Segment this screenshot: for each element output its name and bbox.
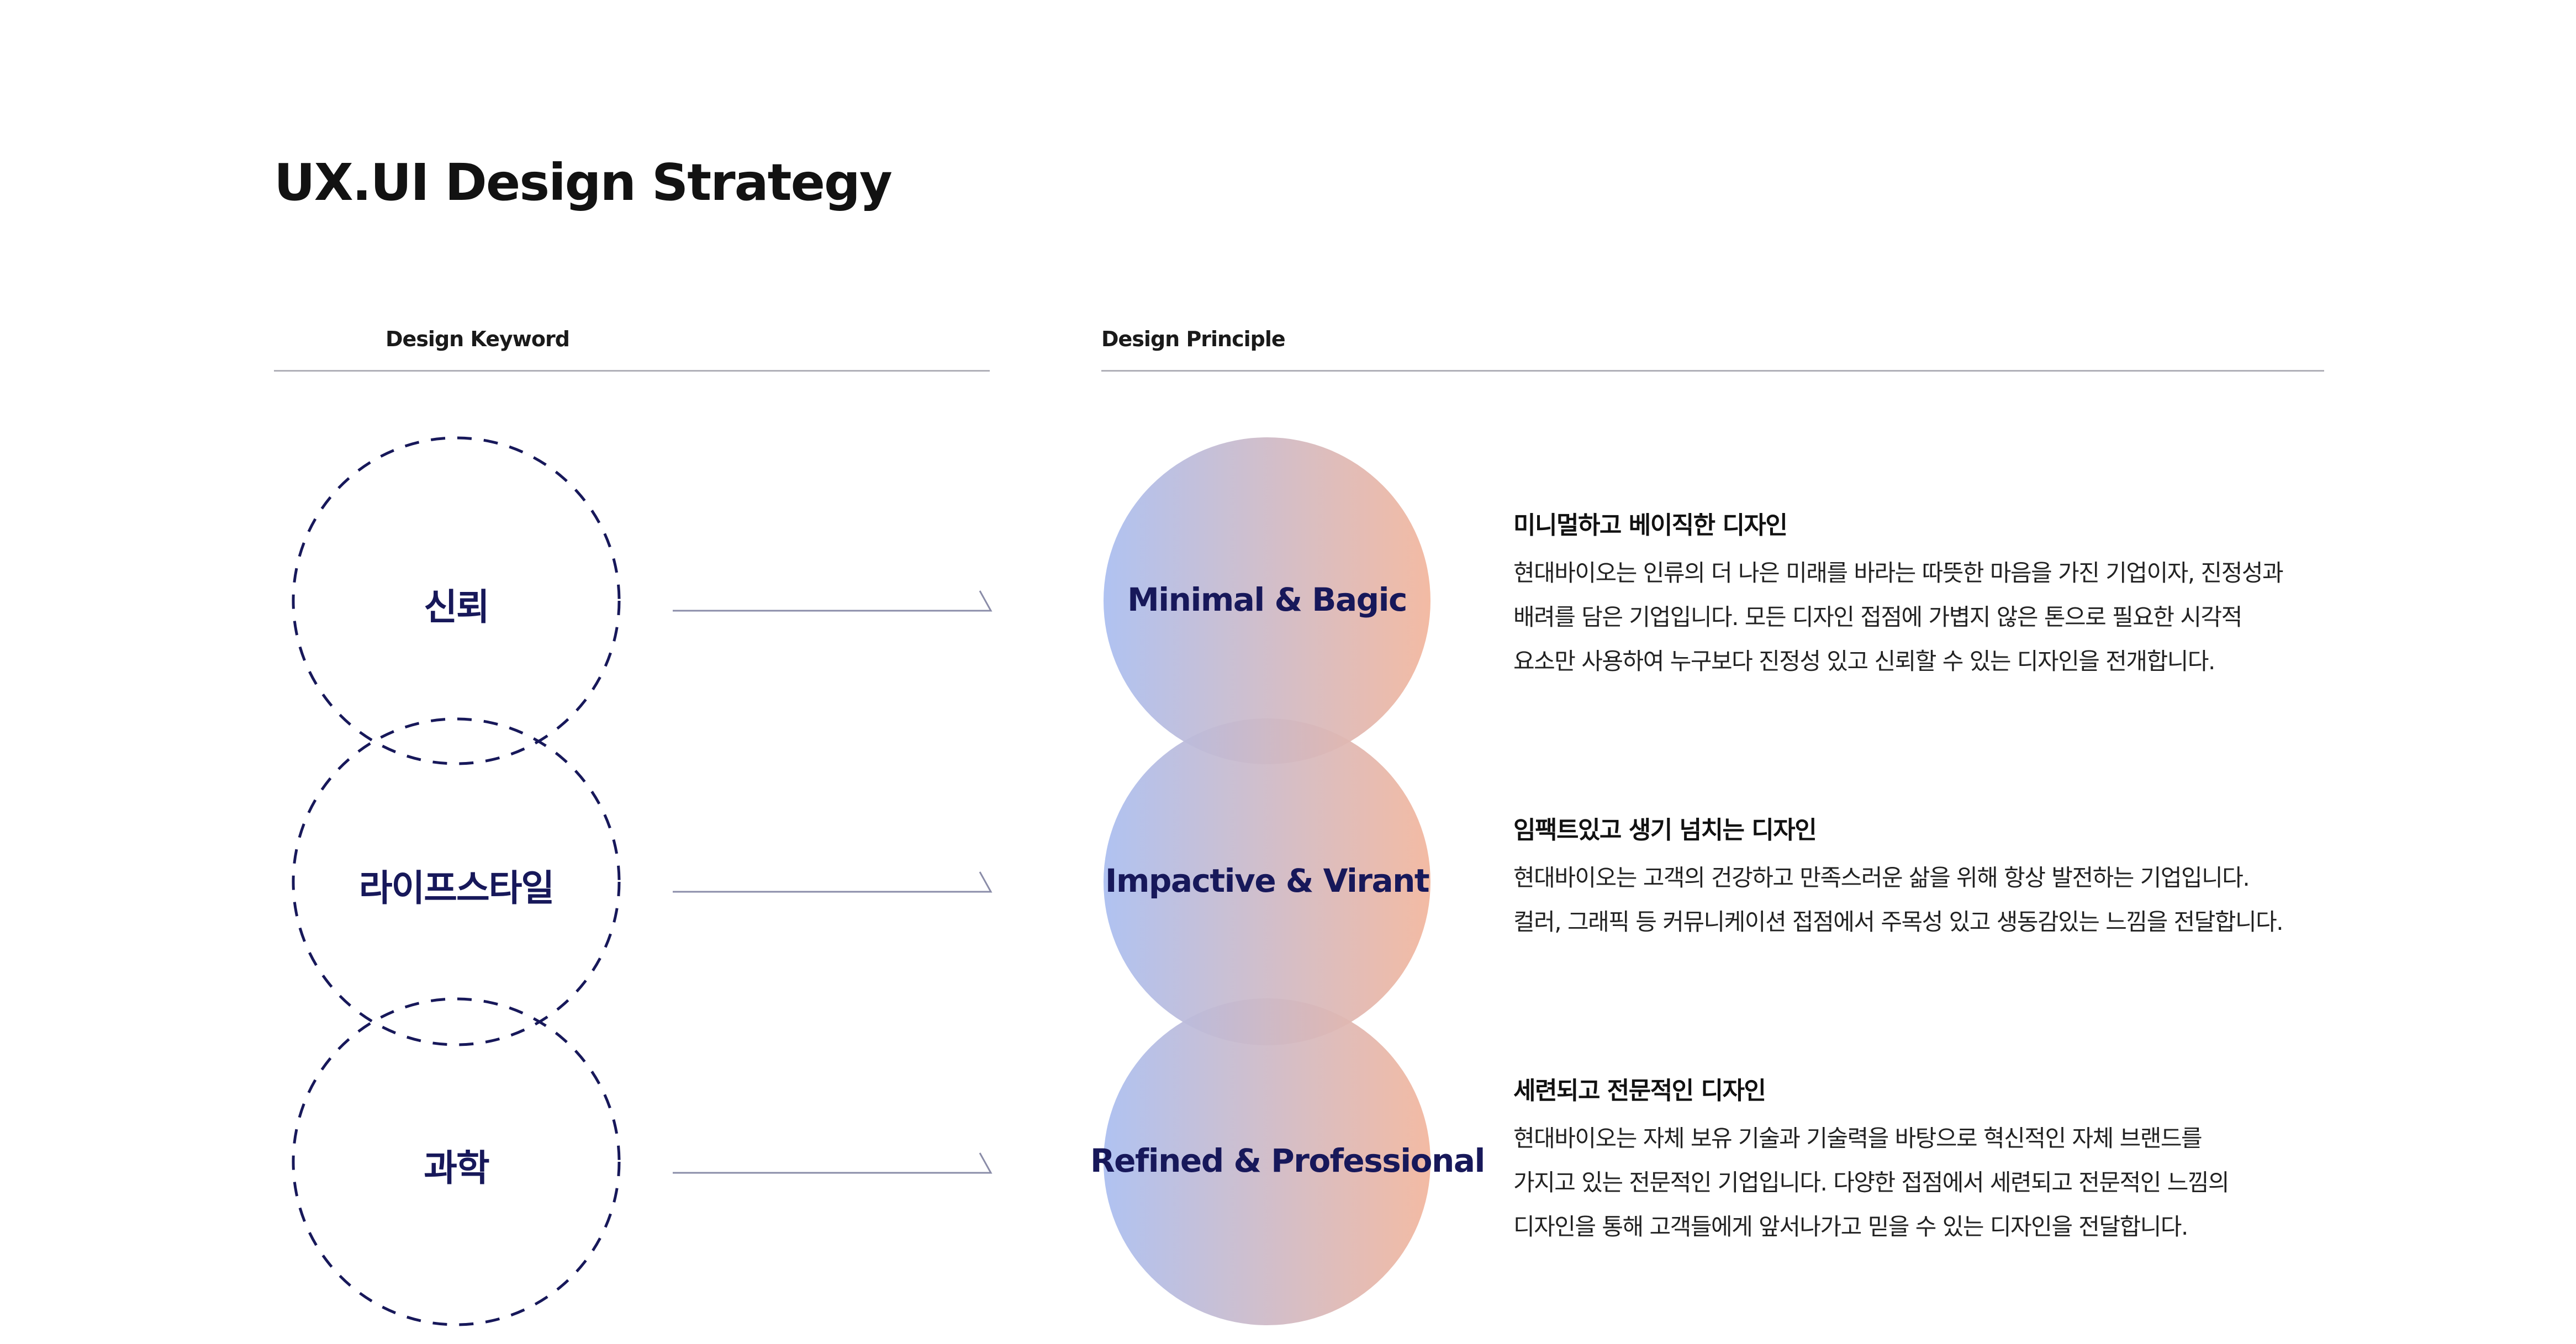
description-title: 세련되고 전문적인 디자인	[1513, 1077, 1766, 1105]
arrow-connector-2	[673, 871, 993, 893]
description-title: 임팩트있고 생기 넘치는 디자인	[1513, 816, 1817, 844]
arrow-connector-1	[673, 590, 993, 612]
principle-description-2: 임팩트있고 생기 넘치는 디자인 현대바이오는 고객의 건강하고 만족스러운 삶…	[1513, 814, 2375, 944]
description-line: 현대바이오는 고객의 건강하고 만족스러운 삶을 위해 항상 발전하는 기업입니…	[1513, 864, 2250, 891]
keyword-label-science: 과학	[424, 1147, 489, 1189]
keyword-circle-3	[292, 997, 621, 1326]
description-line: 디자인을 통해 고객들에게 앞서나가고 믿을 수 있는 디자인을 전달합니다.	[1513, 1213, 2188, 1240]
principle-circle-3	[1104, 998, 1430, 1325]
design-principle-label: Design Principle	[1101, 327, 1286, 351]
keyword-label-lifestyle: 라이프스타일	[358, 867, 555, 909]
principle-description-1: 미니멀하고 베이직한 디자인 현대바이오는 인류의 더 나은 미래를 바라는 따…	[1513, 509, 2375, 684]
principle-label-refined: Refined & Professional	[1090, 1142, 1485, 1179]
principle-label-impactive: Impactive & Virant	[1105, 862, 1430, 899]
principle-divider	[1101, 370, 2324, 372]
keyword-label-trust: 신뢰	[424, 586, 489, 628]
keyword-circle-2	[292, 717, 621, 1046]
keyword-circle-1	[292, 436, 621, 765]
description-title: 미니멀하고 베이직한 디자인	[1513, 511, 1788, 539]
description-line: 가지고 있는 전문적인 기업입니다. 다양한 접점에서 세련되고 전문적인 느낌…	[1513, 1169, 2230, 1196]
description-line: 컬러, 그래픽 등 커뮤니케이션 접점에서 주목성 있고 생동감있는 느낌을 전…	[1513, 908, 2284, 935]
principle-description-3: 세련되고 전문적인 디자인 현대바이오는 자체 보유 기술과 기술력을 바탕으로…	[1513, 1075, 2375, 1249]
description-line: 현대바이오는 인류의 더 나은 미래를 바라는 따뜻한 마음을 가진 기업이자,…	[1513, 559, 2284, 586]
principle-circle-2	[1104, 718, 1430, 1045]
description-line: 요소만 사용하여 누구보다 진정성 있고 신뢰할 수 있는 디자인을 전개합니다…	[1513, 648, 2215, 675]
keyword-divider	[274, 370, 990, 372]
page-title: UX.UI Design Strategy	[274, 153, 893, 212]
principle-label-minimal: Minimal & Bagic	[1127, 581, 1407, 618]
arrow-connector-3	[673, 1152, 993, 1174]
description-line: 현대바이오는 자체 보유 기술과 기술력을 바탕으로 혁신적인 자체 브랜드를	[1513, 1125, 2203, 1152]
design-keyword-label: Design Keyword	[386, 327, 570, 351]
principle-circle-1	[1104, 437, 1430, 764]
description-line: 배려를 담은 기업입니다. 모든 디자인 접점에 가볍지 않은 톤으로 필요한 …	[1513, 604, 2242, 631]
